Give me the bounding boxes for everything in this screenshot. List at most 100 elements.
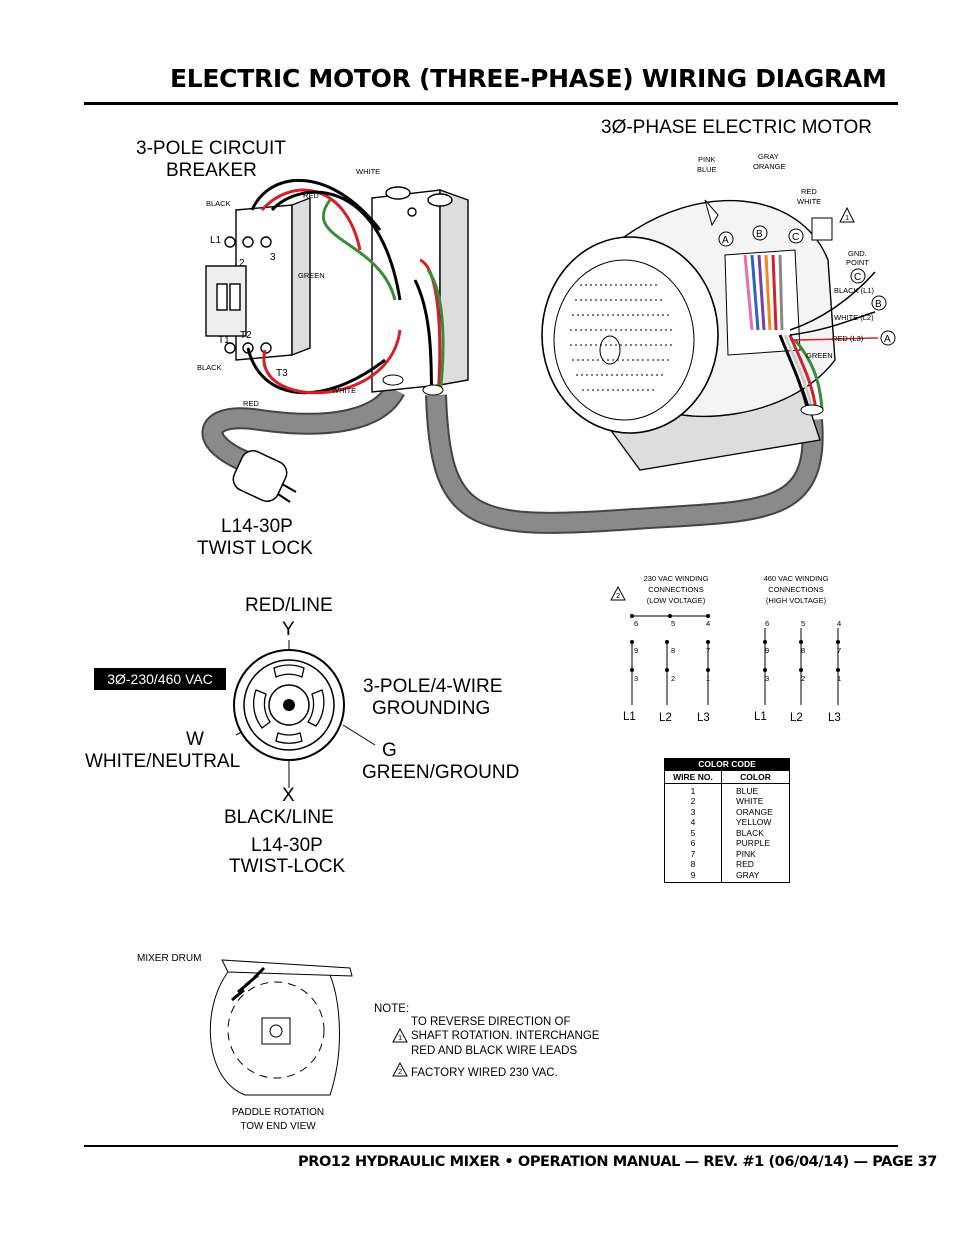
mixer-caption-1: PADDLE ROTATION xyxy=(232,1107,324,1118)
low-line-l3: L3 xyxy=(697,712,710,724)
wire-label-black-top: BLACK xyxy=(206,199,231,208)
terminal-l2: 2 xyxy=(239,258,245,269)
callout-c: C xyxy=(854,272,861,283)
wire-label-black-bottom: BLACK xyxy=(197,363,222,372)
svg-text:CONNECTIONS: CONNECTIONS xyxy=(648,585,703,594)
svg-text:230 VAC WINDING: 230 VAC WINDING xyxy=(644,574,709,583)
receptacle-g: G xyxy=(382,740,397,761)
twist-lock-plug xyxy=(232,450,297,503)
high-mid-8: 8 xyxy=(801,646,805,655)
low-bot-3: 3 xyxy=(634,674,638,683)
motor-wire-white: WHITE xyxy=(797,197,821,206)
mixer-drum xyxy=(209,959,353,1096)
page-title: ELECTRIC MOTOR (THREE-PHASE) WIRING DIAG… xyxy=(170,64,887,93)
note1-marker: 1 xyxy=(398,1033,402,1042)
note2-text: FACTORY WIRED 230 VAC. xyxy=(411,1067,558,1079)
plug-title-2: TWIST LOCK xyxy=(197,538,313,559)
low-top-6: 6 xyxy=(634,619,638,628)
callout-c-top: C xyxy=(792,232,799,243)
callout-a-top: A xyxy=(722,235,729,246)
receptacle-black-line: BLACK/LINE xyxy=(224,807,334,828)
low-bot-1: 1 xyxy=(706,674,710,683)
electric-motor xyxy=(541,199,879,471)
motor-wire-gray: GRAY xyxy=(758,152,779,161)
high-line-l2: L2 xyxy=(790,712,803,724)
terminal-t1: T1 xyxy=(218,335,230,346)
svg-text:(LOW VOLTAGE): (LOW VOLTAGE) xyxy=(647,596,706,605)
title-rule xyxy=(84,102,898,105)
terminal-t2: T2 xyxy=(240,330,252,341)
breaker-title-2: BREAKER xyxy=(166,160,257,181)
high-top-4: 4 xyxy=(837,619,841,628)
low-mid-9: 9 xyxy=(634,646,638,655)
junction-box xyxy=(371,186,469,393)
mixer-drum-label: MIXER DRUM xyxy=(137,953,201,964)
motor-title: 3Ø-PHASE ELECTRIC MOTOR xyxy=(601,117,872,138)
low-line-l2: L2 xyxy=(659,712,672,724)
plug-title-1: L14-30P xyxy=(221,516,293,537)
note2-marker: 2 xyxy=(398,1067,402,1076)
high-top-6: 6 xyxy=(765,619,769,628)
gnd-point-2: POINT xyxy=(846,258,869,267)
receptacle-name-2: TWIST-LOCK xyxy=(229,856,345,877)
high-mid-7: 7 xyxy=(837,646,841,655)
receptacle-grounding-2: GROUNDING xyxy=(372,698,490,719)
winding-high-title: 460 VAC WINDING CONNECTIONS (HIGH VOLTAG… xyxy=(764,574,829,605)
high-line-l3: L3 xyxy=(828,712,841,724)
breaker-title-1: 3-POLE CIRCUIT xyxy=(136,138,286,159)
svg-text:CONNECTIONS: CONNECTIONS xyxy=(768,585,823,594)
motor-green: GREEN xyxy=(806,351,833,360)
note1-marker-motor: 1 xyxy=(845,213,849,222)
note1-line-1: TO REVERSE DIRECTION OF xyxy=(411,1016,571,1028)
note1-line-3: RED AND BLACK WIRE LEADS xyxy=(411,1045,577,1057)
high-line-l1: L1 xyxy=(754,711,767,723)
low-mid-8: 8 xyxy=(671,646,675,655)
gnd-point-1: GND. xyxy=(848,249,867,258)
motor-red-l3: RED (L3) xyxy=(832,334,864,343)
wire-label-green: GREEN xyxy=(298,271,325,280)
receptacle-y: Y xyxy=(282,619,295,640)
wire-label-red-top: RED xyxy=(303,191,319,200)
footer-rule xyxy=(84,1145,898,1147)
motor-black-l1: BLACK (L1) xyxy=(834,286,875,295)
receptacle-white-neutral: WHITE/NEUTRAL xyxy=(85,751,240,772)
low-mid-7: 7 xyxy=(706,646,710,655)
terminal-l1: L1 xyxy=(210,235,222,246)
high-mid-9: 9 xyxy=(765,646,769,655)
low-bot-2: 2 xyxy=(671,674,675,683)
circuit-breaker xyxy=(205,196,311,361)
high-bot-3: 3 xyxy=(765,674,769,683)
wire-label-white-bottom: WHITE xyxy=(332,386,356,395)
winding-low-title: 230 VAC WINDING CONNECTIONS (LOW VOLTAGE… xyxy=(644,574,709,605)
wire-label-white-top: WHITE xyxy=(356,167,380,176)
page-footer: PRO12 HYDRAULIC MIXER • OPERATION MANUAL… xyxy=(298,1154,937,1170)
color-code-title: COLOR CODE xyxy=(664,758,790,771)
callout-b-top: B xyxy=(756,229,763,240)
terminal-l3: 3 xyxy=(270,252,276,263)
wire-label-red-bottom: RED xyxy=(243,399,259,408)
low-top-4: 4 xyxy=(706,619,710,628)
high-bot-2: 2 xyxy=(801,674,805,683)
receptacle-face xyxy=(233,640,376,788)
motor-wire-pink: PINK xyxy=(698,155,716,164)
receptacle-w: W xyxy=(186,729,204,750)
svg-text:(HIGH VOLTAGE): (HIGH VOLTAGE) xyxy=(766,596,827,605)
color-code-header-wire: WIRE NO. xyxy=(664,769,722,784)
motor-wire-blue: BLUE xyxy=(697,165,717,174)
receptacle-red-line: RED/LINE xyxy=(245,595,333,616)
svg-text:460 VAC WINDING: 460 VAC WINDING xyxy=(764,574,829,583)
winding-lines xyxy=(631,615,839,705)
terminal-t3: T3 xyxy=(276,368,288,379)
note1-line-2: SHAFT ROTATION. INTERCHANGE xyxy=(411,1030,600,1042)
winding-note-marker: 2 xyxy=(616,591,620,600)
